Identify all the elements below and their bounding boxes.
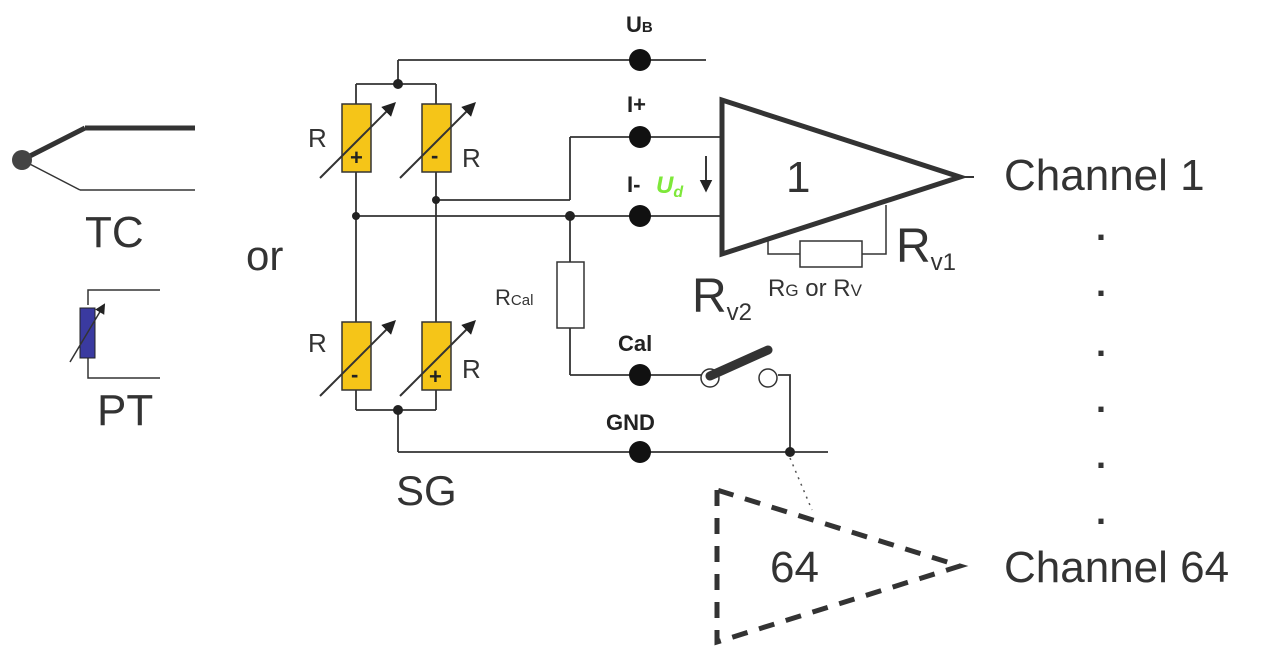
svg-text:.: . [1096,207,1106,248]
or-label: or [246,232,283,279]
i-plus-terminal-label: I+ [627,92,646,117]
svg-text:-: - [431,143,438,168]
rcal-label: RCal [495,285,533,310]
cal-switch [700,345,778,388]
terminal-dots [629,49,651,463]
channel-64-label: Channel 64 [1004,543,1229,592]
rcal-resistor [556,261,585,329]
channel-64-dotted-link [789,457,813,511]
rv1-label: Rv1 [896,220,956,276]
pt-label: PT [97,386,153,435]
rv2-label: Rv2 [692,270,752,326]
sg-label: SG [396,467,457,514]
rg-or-rv-label: RG or RV [768,275,863,302]
channel-ellipsis: . . . . . . [1096,207,1106,532]
svg-text:.: . [1096,323,1106,364]
r-label-bottom-right: R [462,354,481,384]
svg-text:.: . [1096,435,1106,476]
amplifier-1-number: 1 [786,153,810,202]
amplifier-64-triangle [714,486,969,646]
ud-label: Ud [656,172,684,201]
r-label-top-right: R [462,143,481,173]
junction-dots [352,79,795,457]
svg-text:+: + [429,364,442,389]
bridge-resistor-top-left: + [319,102,396,179]
i-minus-terminal-label: I- [627,172,640,197]
tc-label: TC [85,208,144,257]
bridge-resistor-bottom-right: + [399,320,476,397]
svg-text:-: - [351,362,358,387]
r-label-top-left: R [308,123,327,153]
svg-text:+: + [350,145,363,170]
feedback-network [767,205,887,268]
svg-text:.: . [1096,491,1106,532]
channel-1-label: Channel 1 [1004,151,1205,200]
thermocouple-symbol [12,125,195,191]
bridge-resistor-top-right: - [399,102,476,179]
amplifier-64-number: 64 [770,543,819,592]
pt-sensor-symbol [69,289,160,379]
bridge-resistor-bottom-left: - [319,320,396,397]
amplifier-1-triangle [719,96,969,258]
svg-text:.: . [1096,379,1106,420]
r-label-bottom-left: R [308,328,327,358]
gnd-terminal-label: GND [606,410,655,435]
svg-text:.: . [1096,263,1106,304]
cal-terminal-label: Cal [618,331,652,356]
ub-terminal-label: UB [626,12,653,37]
